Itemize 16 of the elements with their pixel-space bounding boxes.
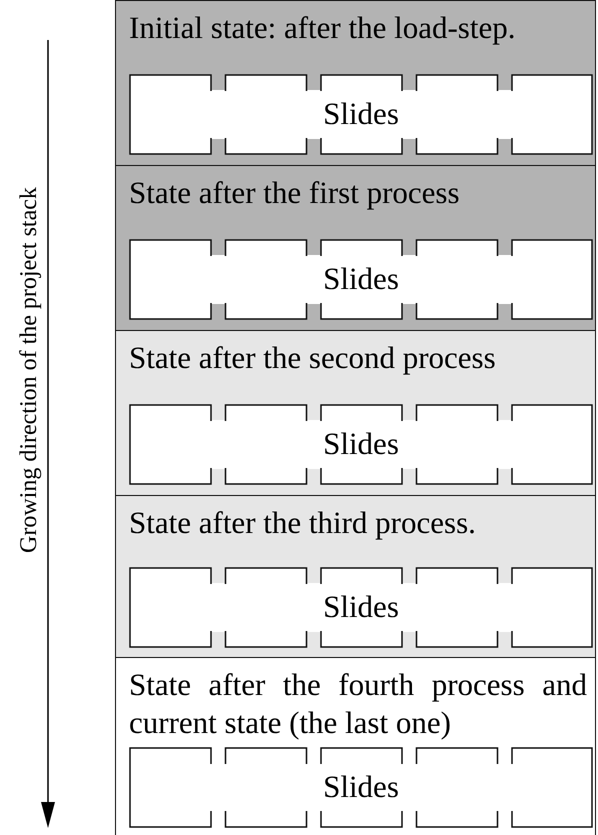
state-heading: State after the first process bbox=[129, 174, 461, 212]
slides-label: Slides bbox=[322, 96, 400, 132]
state-band bbox=[115, 165, 596, 331]
state-band bbox=[115, 495, 596, 658]
axis-label: Growing direction of the project stack bbox=[15, 186, 43, 555]
slides-label: Slides bbox=[322, 589, 400, 625]
state-band bbox=[115, 657, 596, 835]
state-heading: State after the second process bbox=[129, 339, 497, 377]
state-band bbox=[115, 330, 596, 496]
state-heading: Initial state: after the load-step. bbox=[129, 9, 516, 47]
slides-label: Slides bbox=[322, 769, 400, 805]
slides-label: Slides bbox=[322, 261, 400, 297]
slides-label: Slides bbox=[322, 426, 400, 462]
state-heading: State after the fourth process and current state (the last one) bbox=[129, 666, 587, 742]
state-band bbox=[115, 0, 596, 166]
state-heading: State after the third process. bbox=[129, 504, 477, 542]
